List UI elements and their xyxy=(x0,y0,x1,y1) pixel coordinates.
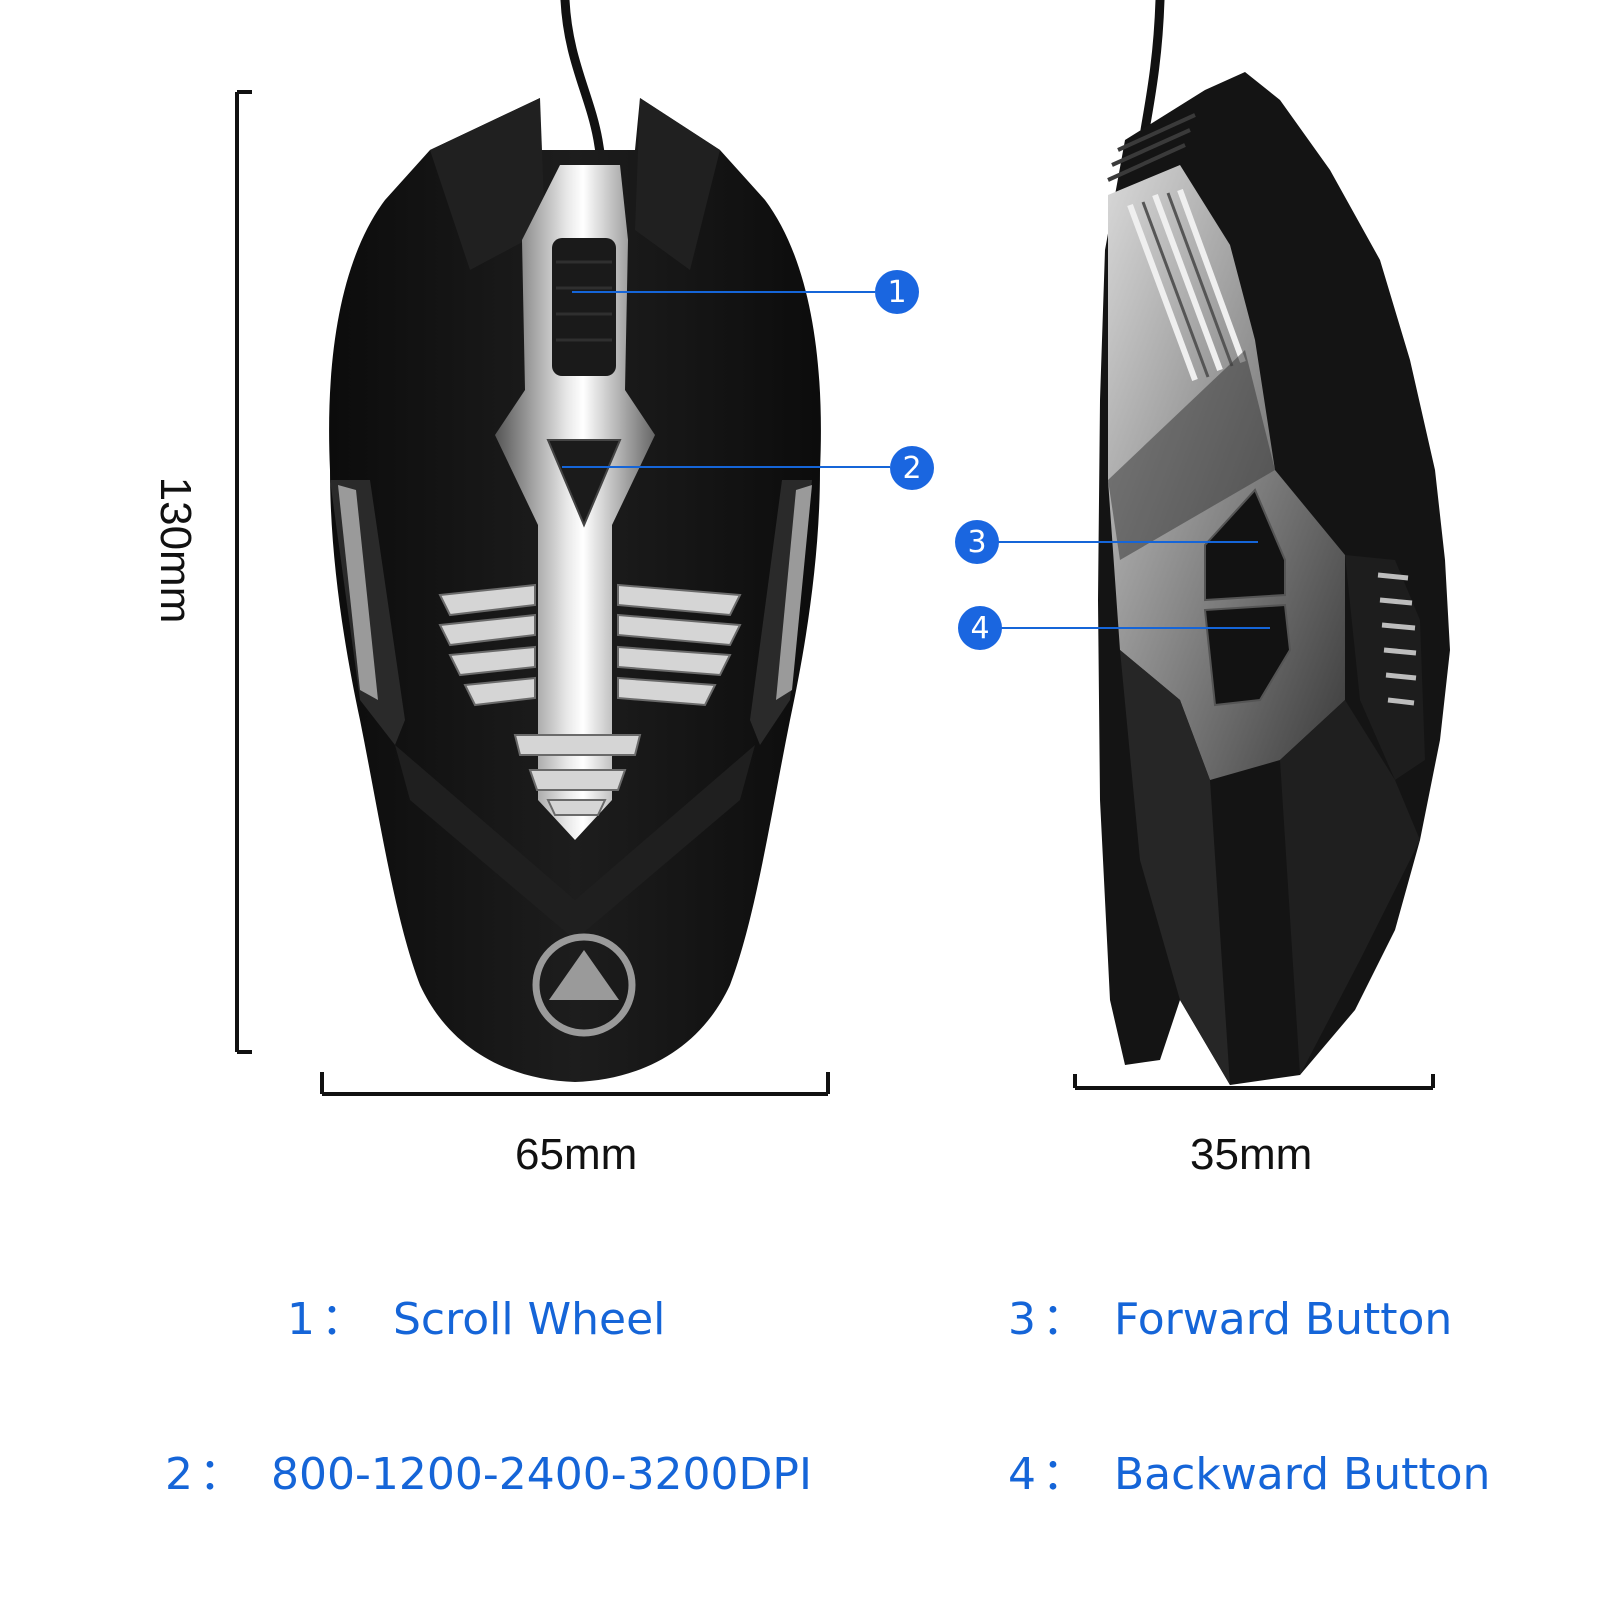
legend-separator: ： xyxy=(1042,1294,1086,1345)
legend-number: 3 xyxy=(1008,1294,1036,1345)
dpi-button xyxy=(546,439,622,528)
callout-lines xyxy=(562,291,1270,629)
side-cable xyxy=(1140,0,1165,135)
width-dimension-bracket xyxy=(320,1072,830,1096)
depth-dimension-label: 35mm xyxy=(1190,1130,1313,1179)
callout-badge-2: 2 xyxy=(890,446,934,490)
legend-item-backward-button: 4： Backward Button xyxy=(1008,1438,1490,1502)
forward-button xyxy=(1204,488,1286,602)
scroll-wheel xyxy=(552,238,616,376)
mouse-side-view xyxy=(1098,0,1450,1085)
triangle-ring-logo-icon xyxy=(532,933,636,1037)
legend-label: Forward Button xyxy=(1114,1294,1453,1345)
chrome-vents xyxy=(438,583,742,816)
legend-separator: ： xyxy=(321,1294,365,1345)
legend-number: 1 xyxy=(287,1294,315,1345)
legend-item-scroll-wheel: 1： Scroll Wheel xyxy=(287,1283,665,1347)
legend-label: Backward Button xyxy=(1114,1449,1491,1500)
mouse-top-view xyxy=(329,0,821,1082)
height-dimension-bracket xyxy=(235,90,252,1054)
callout-badge-3: 3 xyxy=(955,520,999,564)
legend-separator: ： xyxy=(1042,1449,1086,1500)
legend-label: Scroll Wheel xyxy=(393,1294,666,1345)
depth-dimension-bracket xyxy=(1073,1074,1435,1090)
legend-separator: ： xyxy=(199,1449,243,1500)
mouse-cable xyxy=(560,0,607,170)
legend-label: 800-1200-2400-3200DPI xyxy=(271,1449,812,1500)
legend-item-forward-button: 3： Forward Button xyxy=(1008,1283,1452,1347)
legend-item-dpi: 2： 800-1200-2400-3200DPI xyxy=(165,1438,812,1502)
width-dimension-label: 65mm xyxy=(515,1130,638,1179)
legend-number: 4 xyxy=(1008,1449,1036,1500)
backward-button xyxy=(1203,603,1292,707)
height-dimension-label: 130mm xyxy=(151,476,200,624)
callout-badge-4: 4 xyxy=(958,606,1002,650)
legend-number: 2 xyxy=(165,1449,193,1500)
callout-badge-1: 1 xyxy=(875,270,919,314)
